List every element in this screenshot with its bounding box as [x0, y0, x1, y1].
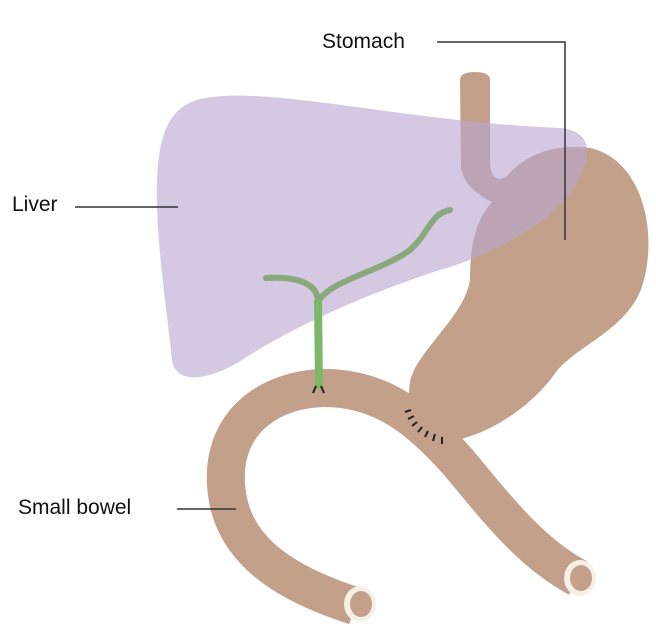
bile-duct: [263, 207, 453, 389]
bowel-end-right: [564, 560, 596, 596]
small-bowel: [206, 368, 596, 625]
liver-label: Liver: [12, 193, 58, 216]
liver: [156, 95, 588, 378]
stomach-label: Stomach: [322, 30, 405, 53]
small-bowel-label: Small bowel: [18, 496, 132, 519]
stomach-leader-line: [437, 41, 566, 240]
suture-marks: [312, 385, 443, 444]
bowel-end-left: [344, 586, 376, 622]
